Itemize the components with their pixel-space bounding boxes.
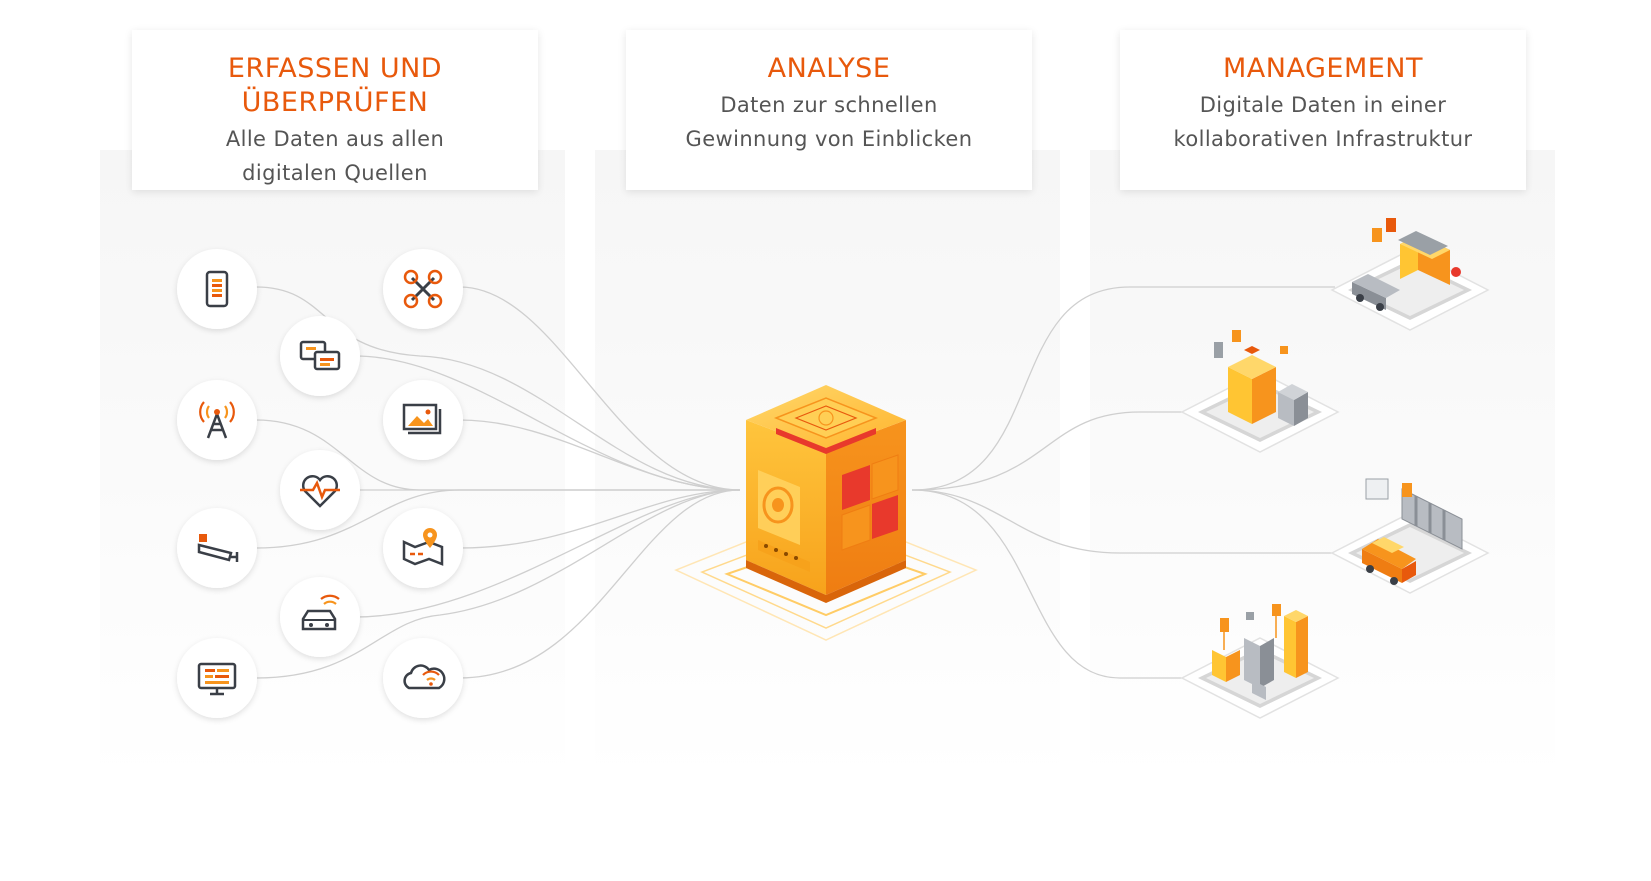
analytics-cube xyxy=(674,385,978,641)
panel-subtitle-analysis: Daten zur schnellen Gewinnung von Einbli… xyxy=(626,88,1032,156)
panel-title-management: MANAGEMENT xyxy=(1223,53,1423,84)
connector-line xyxy=(459,489,741,549)
connector-line xyxy=(911,489,1185,679)
connected-car-icon xyxy=(280,577,360,657)
panel-subtitle-line: digitalen Quellen xyxy=(242,161,428,185)
panel-card-capture: ERFASSEN UND ÜBERPRÜFEN Alle Daten aus a… xyxy=(132,30,538,190)
map-pin-icon xyxy=(383,508,463,588)
panel-subtitle-line: Gewinnung von Einblicken xyxy=(685,127,973,151)
smartphone-icon xyxy=(177,249,257,329)
connector-line xyxy=(911,489,1335,554)
security-camera-icon xyxy=(177,508,257,588)
source-connectors xyxy=(255,286,741,679)
image-gallery-icon xyxy=(383,380,463,460)
connector-line xyxy=(911,411,1185,491)
connector-line xyxy=(459,419,741,491)
connector-line xyxy=(255,286,741,491)
antenna-tower-icon xyxy=(177,380,257,460)
source-icons xyxy=(177,249,463,718)
panel-subtitle-capture: Alle Daten aus allen digitalen Quellen xyxy=(132,122,538,190)
panel-subtitle-management: Digitale Daten in einer kollaborativen I… xyxy=(1120,88,1526,156)
connector-line xyxy=(911,286,1335,491)
chat-messages-icon xyxy=(280,316,360,396)
panel-subtitle-line: Daten zur schnellen xyxy=(720,93,938,117)
panel-title-capture: ERFASSEN UND ÜBERPRÜFEN xyxy=(227,53,443,118)
monitor-document-icon xyxy=(177,638,257,718)
panel-title-analysis: ANALYSE xyxy=(767,53,891,84)
ev-charging-scene xyxy=(1330,478,1490,594)
connector-line xyxy=(255,489,740,549)
panel-card-management: MANAGEMENT Digitale Daten in einer kolla… xyxy=(1120,30,1526,190)
heart-rate-icon xyxy=(280,450,360,530)
output-connectors xyxy=(911,286,1335,679)
connector-line xyxy=(255,489,741,679)
connector-line xyxy=(459,286,741,491)
output-scenes xyxy=(1180,218,1490,719)
cloud-wifi-icon xyxy=(383,638,463,718)
connector-line xyxy=(459,489,741,679)
parking-garage-scene xyxy=(1330,218,1490,331)
panel-subtitle-line: kollaborativen Infrastruktur xyxy=(1173,127,1473,151)
connector-line xyxy=(354,489,741,618)
smart-city-scene xyxy=(1180,604,1340,719)
panel-subtitle-line: Alle Daten aus allen xyxy=(225,127,445,151)
panel-subtitle-line: Digitale Daten in einer xyxy=(1199,93,1447,117)
smart-office-building-scene xyxy=(1180,330,1340,453)
drone-icon xyxy=(383,249,463,329)
panel-card-analysis: ANALYSE Daten zur schnellen Gewinnung vo… xyxy=(626,30,1032,190)
